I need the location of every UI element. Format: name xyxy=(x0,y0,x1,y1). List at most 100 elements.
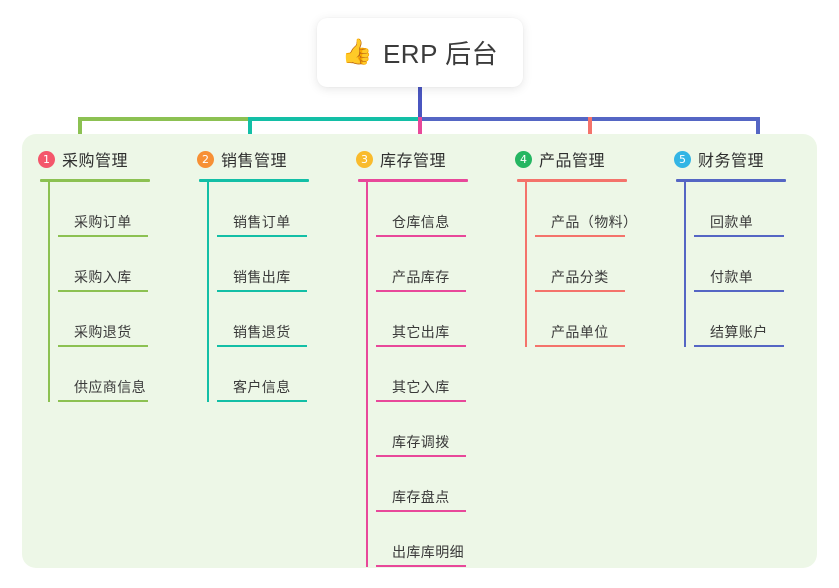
column-badge-icon: 4 xyxy=(515,150,532,168)
list-item-label: 产品单位 xyxy=(551,324,609,340)
list-item[interactable]: 出库库明细 xyxy=(376,512,499,567)
list-item-label: 库存盘点 xyxy=(392,489,450,505)
column-spine xyxy=(207,182,209,402)
list-item[interactable]: 其它入库 xyxy=(376,347,499,402)
column-badge-icon: 2 xyxy=(197,150,214,168)
column-title: 财务管理 xyxy=(698,153,765,170)
list-item[interactable]: 采购入库 xyxy=(58,237,181,292)
list-item-label: 采购订单 xyxy=(74,214,132,230)
list-item-label: 客户信息 xyxy=(233,379,291,395)
list-item-underline xyxy=(376,290,466,292)
list-item-underline xyxy=(58,345,148,347)
list-item[interactable]: 回款单 xyxy=(694,182,817,237)
root-node-card[interactable]: 👍 ERP 后台 xyxy=(317,18,523,87)
column-1: 1 采购管理采购订单采购入库采购退货供应商信息 xyxy=(22,134,181,402)
list-item-label: 库存调拨 xyxy=(392,434,450,450)
list-item[interactable]: 库存调拨 xyxy=(376,402,499,457)
list-item[interactable]: 产品（物料） xyxy=(535,182,658,237)
column-badge-icon: 5 xyxy=(674,150,691,168)
column-2: 2 销售管理销售订单销售出库销售退货客户信息 xyxy=(181,134,340,402)
list-item[interactable]: 仓库信息 xyxy=(376,182,499,237)
column-header-underline xyxy=(676,179,786,182)
list-item-underline xyxy=(376,235,466,237)
column-items: 仓库信息产品库存其它出库其它入库库存调拨库存盘点出库库明细 xyxy=(366,182,499,567)
list-item-label: 其它入库 xyxy=(392,379,450,395)
list-item-label: 供应商信息 xyxy=(74,379,146,395)
list-item-label: 结算账户 xyxy=(710,324,768,340)
list-item-label: 采购入库 xyxy=(74,269,132,285)
list-item-underline xyxy=(376,455,466,457)
list-item-underline xyxy=(694,345,784,347)
list-item-underline xyxy=(376,345,466,347)
column-header-underline xyxy=(199,179,309,182)
list-item[interactable]: 产品库存 xyxy=(376,237,499,292)
list-item[interactable]: 产品分类 xyxy=(535,237,658,292)
list-item-underline xyxy=(694,235,784,237)
list-item-label: 销售退货 xyxy=(233,324,291,340)
column-spine xyxy=(525,182,527,347)
list-item-label: 产品库存 xyxy=(392,269,450,285)
list-item[interactable]: 销售订单 xyxy=(217,182,340,237)
list-item-underline xyxy=(217,400,307,402)
list-item[interactable]: 销售出库 xyxy=(217,237,340,292)
list-item[interactable]: 库存盘点 xyxy=(376,457,499,512)
list-item[interactable]: 销售退货 xyxy=(217,292,340,347)
list-item-underline xyxy=(376,510,466,512)
list-item-underline xyxy=(694,290,784,292)
list-item-label: 回款单 xyxy=(710,214,754,230)
column-5: 5 财务管理回款单付款单结算账户 xyxy=(658,134,817,347)
column-title: 采购管理 xyxy=(62,153,129,170)
list-item-label: 出库库明细 xyxy=(392,544,464,560)
column-spine xyxy=(684,182,686,347)
list-item-underline xyxy=(217,290,307,292)
list-item-label: 销售出库 xyxy=(233,269,291,285)
list-item-underline xyxy=(58,400,148,402)
column-header-5[interactable]: 5 财务管理 xyxy=(674,134,817,176)
column-header-1[interactable]: 1 采购管理 xyxy=(38,134,181,176)
column-badge-icon: 1 xyxy=(38,150,55,168)
list-item-label: 采购退货 xyxy=(74,324,132,340)
list-item-underline xyxy=(376,400,466,402)
list-item-label: 产品（物料） xyxy=(551,214,638,230)
list-item[interactable]: 产品单位 xyxy=(535,292,658,347)
column-header-4[interactable]: 4 产品管理 xyxy=(515,134,658,176)
column-container: 1 采购管理采购订单采购入库采购退货供应商信息 2 销售管理销售订单销售出库销售退货客… xyxy=(22,134,817,568)
column-header-underline xyxy=(40,179,150,182)
list-item[interactable]: 客户信息 xyxy=(217,347,340,402)
column-title: 销售管理 xyxy=(221,153,288,170)
list-item-label: 产品分类 xyxy=(551,269,609,285)
list-item[interactable]: 结算账户 xyxy=(694,292,817,347)
list-item[interactable]: 采购订单 xyxy=(58,182,181,237)
list-item-underline xyxy=(58,290,148,292)
column-title: 产品管理 xyxy=(539,153,606,170)
list-item-underline xyxy=(376,565,466,567)
thumbs-up-icon: 👍 xyxy=(341,38,373,66)
column-header-underline xyxy=(358,179,468,182)
list-item-underline xyxy=(58,235,148,237)
list-item-underline xyxy=(217,345,307,347)
column-header-underline xyxy=(517,179,627,182)
list-item-underline xyxy=(217,235,307,237)
column-spine xyxy=(366,182,368,567)
column-items: 回款单付款单结算账户 xyxy=(684,182,817,347)
column-title: 库存管理 xyxy=(380,153,447,170)
column-spine xyxy=(48,182,50,402)
list-item-label: 其它出库 xyxy=(392,324,450,340)
column-items: 产品（物料） 产品分类产品单位 xyxy=(525,182,658,347)
list-item-label: 付款单 xyxy=(710,269,754,285)
column-items: 销售订单销售出库销售退货客户信息 xyxy=(207,182,340,402)
list-item-label: 仓库信息 xyxy=(392,214,450,230)
column-4: 4 产品管理产品（物料） 产品分类产品单位 xyxy=(499,134,658,347)
list-item[interactable]: 供应商信息 xyxy=(58,347,181,402)
list-item-underline xyxy=(535,235,625,237)
list-item[interactable]: 付款单 xyxy=(694,237,817,292)
column-items: 采购订单采购入库采购退货供应商信息 xyxy=(48,182,181,402)
list-item[interactable]: 采购退货 xyxy=(58,292,181,347)
list-item-label: 销售订单 xyxy=(233,214,291,230)
column-header-2[interactable]: 2 销售管理 xyxy=(197,134,340,176)
list-item[interactable]: 其它出库 xyxy=(376,292,499,347)
list-item-underline xyxy=(535,345,625,347)
list-item-underline xyxy=(535,290,625,292)
